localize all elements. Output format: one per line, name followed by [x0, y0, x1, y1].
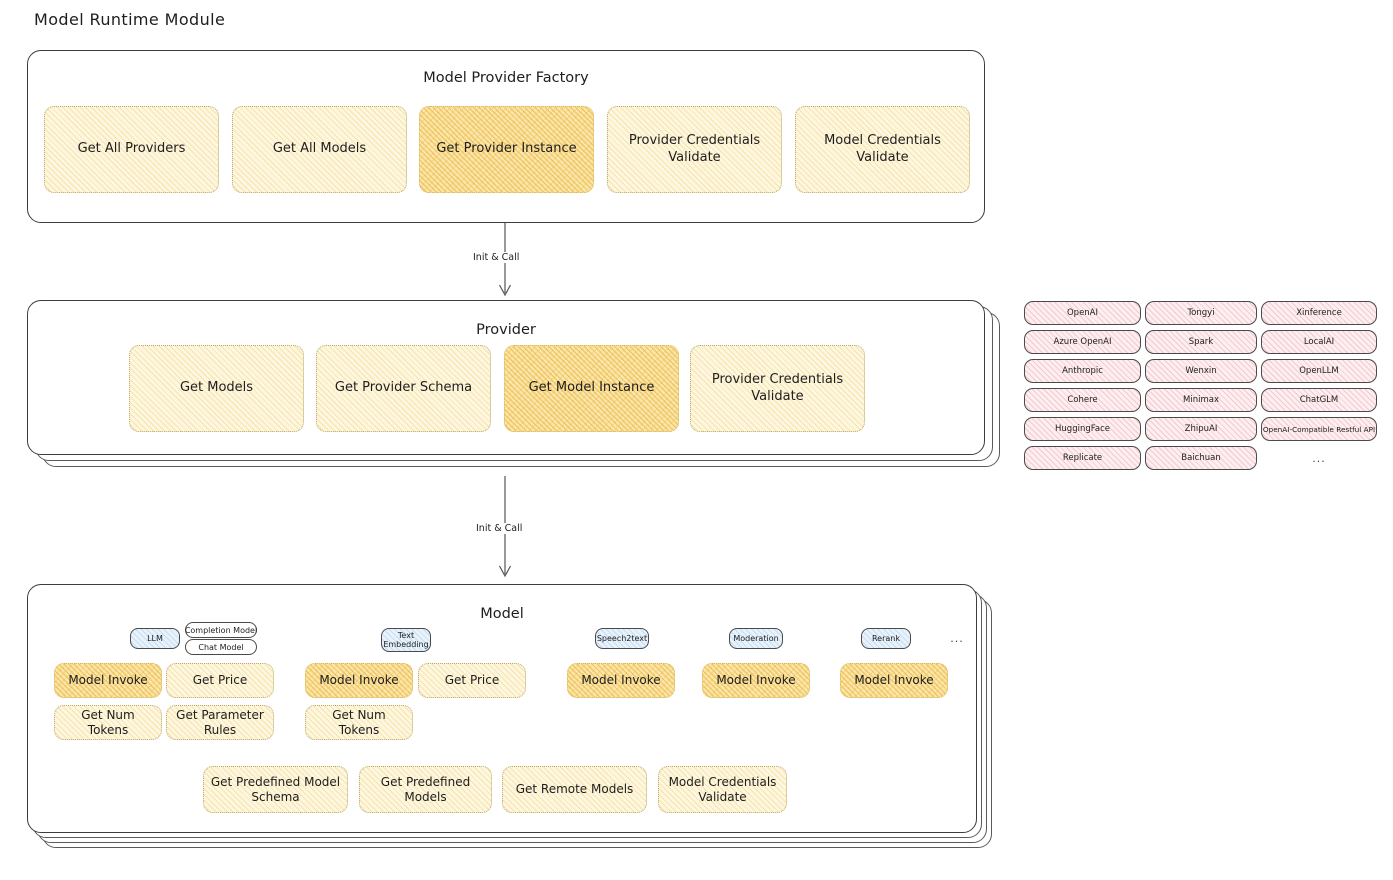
- provider-tag-baichuan[interactable]: Baichuan: [1145, 446, 1257, 470]
- provider-tag-azure-openai[interactable]: Azure OpenAI: [1024, 330, 1141, 354]
- node-get-models[interactable]: Get Models: [129, 345, 304, 432]
- node-get-predefined-models[interactable]: Get Predefined Models: [359, 766, 492, 813]
- node-get-all-providers[interactable]: Get All Providers: [44, 106, 219, 193]
- provider-tag-wenxin[interactable]: Wenxin: [1145, 359, 1257, 383]
- provider-tag-huggingface[interactable]: HuggingFace: [1024, 417, 1141, 441]
- provider-tag-spark[interactable]: Spark: [1145, 330, 1257, 354]
- node-moderation-model-invoke[interactable]: Model Invoke: [702, 663, 810, 698]
- provider-tag-openllm[interactable]: OpenLLM: [1261, 359, 1377, 383]
- provider-title: Provider: [476, 322, 536, 338]
- node-llm-get-num-tokens[interactable]: Get Num Tokens: [54, 705, 162, 740]
- node-get-provider-instance[interactable]: Get Provider Instance: [419, 106, 594, 193]
- node-rerank-model-invoke[interactable]: Model Invoke: [840, 663, 948, 698]
- page-title: Model Runtime Module: [34, 10, 226, 29]
- node-model-credentials-validate-2[interactable]: Model Credentials Validate: [658, 766, 787, 813]
- node-get-all-models[interactable]: Get All Models: [232, 106, 407, 193]
- provider-tag-chatglm[interactable]: ChatGLM: [1261, 388, 1377, 412]
- model-types-more-ellipsis: ...: [950, 632, 964, 645]
- node-speech2text-model-invoke[interactable]: Model Invoke: [567, 663, 675, 698]
- provider-list-more-ellipsis: ...: [1312, 452, 1326, 465]
- provider-tag-openai[interactable]: OpenAI: [1024, 301, 1141, 325]
- node-llm-model-invoke[interactable]: Model Invoke: [54, 663, 162, 698]
- node-model-credentials-validate[interactable]: Model Credentials Validate: [795, 106, 970, 193]
- model-subtag-chat-model[interactable]: Chat Model: [185, 639, 257, 655]
- node-embedding-get-num-tokens[interactable]: Get Num Tokens: [305, 705, 413, 740]
- node-get-provider-schema[interactable]: Get Provider Schema: [316, 345, 491, 432]
- provider-tag-minimax[interactable]: Minimax: [1145, 388, 1257, 412]
- node-llm-get-parameter-rules[interactable]: Get Parameter Rules: [166, 705, 274, 740]
- provider-tag-localai[interactable]: LocalAI: [1261, 330, 1377, 354]
- provider-tag-xinference[interactable]: Xinference: [1261, 301, 1377, 325]
- model-type-tag-llm[interactable]: LLM: [130, 628, 180, 649]
- model-type-tag-text-embedding[interactable]: Text Embedding: [381, 628, 431, 652]
- arrow-label-init-call-1: Init & Call: [470, 252, 523, 263]
- node-get-remote-models[interactable]: Get Remote Models: [502, 766, 647, 813]
- factory-title: Model Provider Factory: [423, 70, 589, 86]
- node-embedding-model-invoke[interactable]: Model Invoke: [305, 663, 413, 698]
- node-get-predefined-model-schema[interactable]: Get Predefined Model Schema: [203, 766, 348, 813]
- provider-tag-zhipuai[interactable]: ZhipuAI: [1145, 417, 1257, 441]
- node-provider-credentials-validate-2[interactable]: Provider Credentials Validate: [690, 345, 865, 432]
- provider-tag-openai-compatible-restful-api[interactable]: OpenAI-Compatible Restful API: [1261, 417, 1377, 441]
- provider-tag-tongyi[interactable]: Tongyi: [1145, 301, 1257, 325]
- provider-tag-anthropic[interactable]: Anthropic: [1024, 359, 1141, 383]
- provider-tag-cohere[interactable]: Cohere: [1024, 388, 1141, 412]
- node-provider-credentials-validate[interactable]: Provider Credentials Validate: [607, 106, 782, 193]
- arrow-label-init-call-2: Init & Call: [473, 523, 526, 534]
- model-type-tag-speech2text[interactable]: Speech2text: [595, 628, 649, 649]
- model-type-tag-moderation[interactable]: Moderation: [729, 628, 783, 649]
- node-llm-get-price[interactable]: Get Price: [166, 663, 274, 698]
- model-type-tag-rerank[interactable]: Rerank: [861, 628, 911, 649]
- node-get-model-instance[interactable]: Get Model Instance: [504, 345, 679, 432]
- model-subtag-completion-model[interactable]: Completion Model: [185, 622, 257, 638]
- node-embedding-get-price[interactable]: Get Price: [418, 663, 526, 698]
- model-title: Model: [480, 606, 524, 622]
- provider-tag-replicate[interactable]: Replicate: [1024, 446, 1141, 470]
